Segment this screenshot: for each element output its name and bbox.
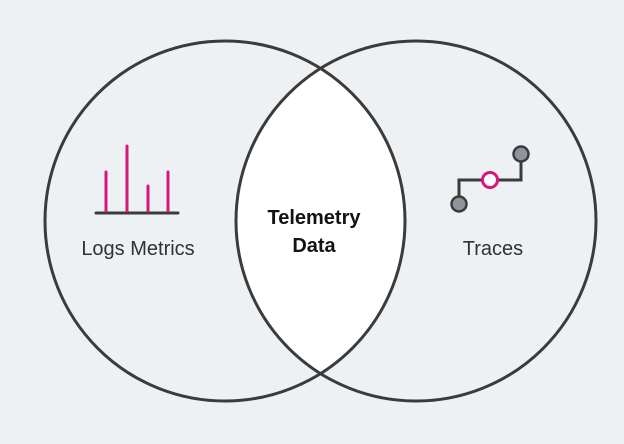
data-label: Data	[292, 235, 336, 257]
traces-label: Traces	[463, 238, 523, 260]
trace-path-icon	[450, 145, 530, 213]
right-circle	[234, 39, 598, 403]
logs-metrics-label: Logs Metrics	[81, 238, 194, 260]
telemetry-label: Telemetry	[267, 207, 361, 229]
left-circle	[43, 39, 407, 403]
overlap-region	[236, 41, 405, 401]
bar-chart-icon	[94, 144, 180, 215]
